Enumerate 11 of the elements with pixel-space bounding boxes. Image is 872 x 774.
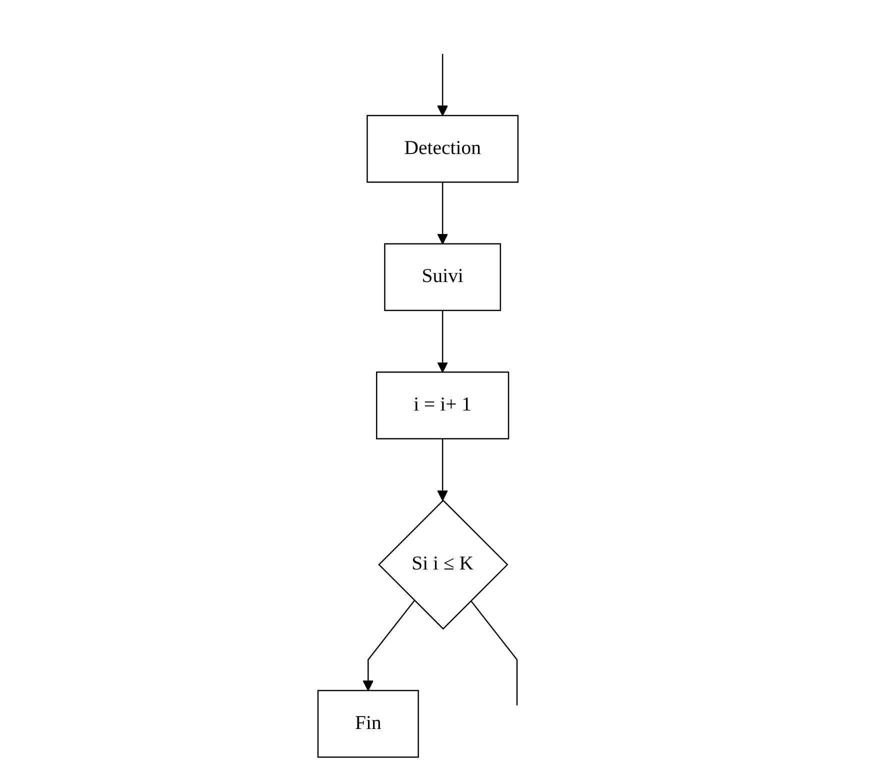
arrow xyxy=(362,600,415,692)
arrow xyxy=(437,310,448,373)
connector xyxy=(470,600,518,706)
node-box: Fin xyxy=(317,690,419,758)
node-box: i = i+ 1 xyxy=(376,372,510,440)
node-box: Suivi xyxy=(384,243,502,312)
arrow xyxy=(437,182,448,244)
arrow xyxy=(437,438,448,501)
node-diamond: Si i ≤ K xyxy=(378,500,508,630)
arrow xyxy=(437,54,448,116)
node-box: Detection xyxy=(366,114,519,183)
